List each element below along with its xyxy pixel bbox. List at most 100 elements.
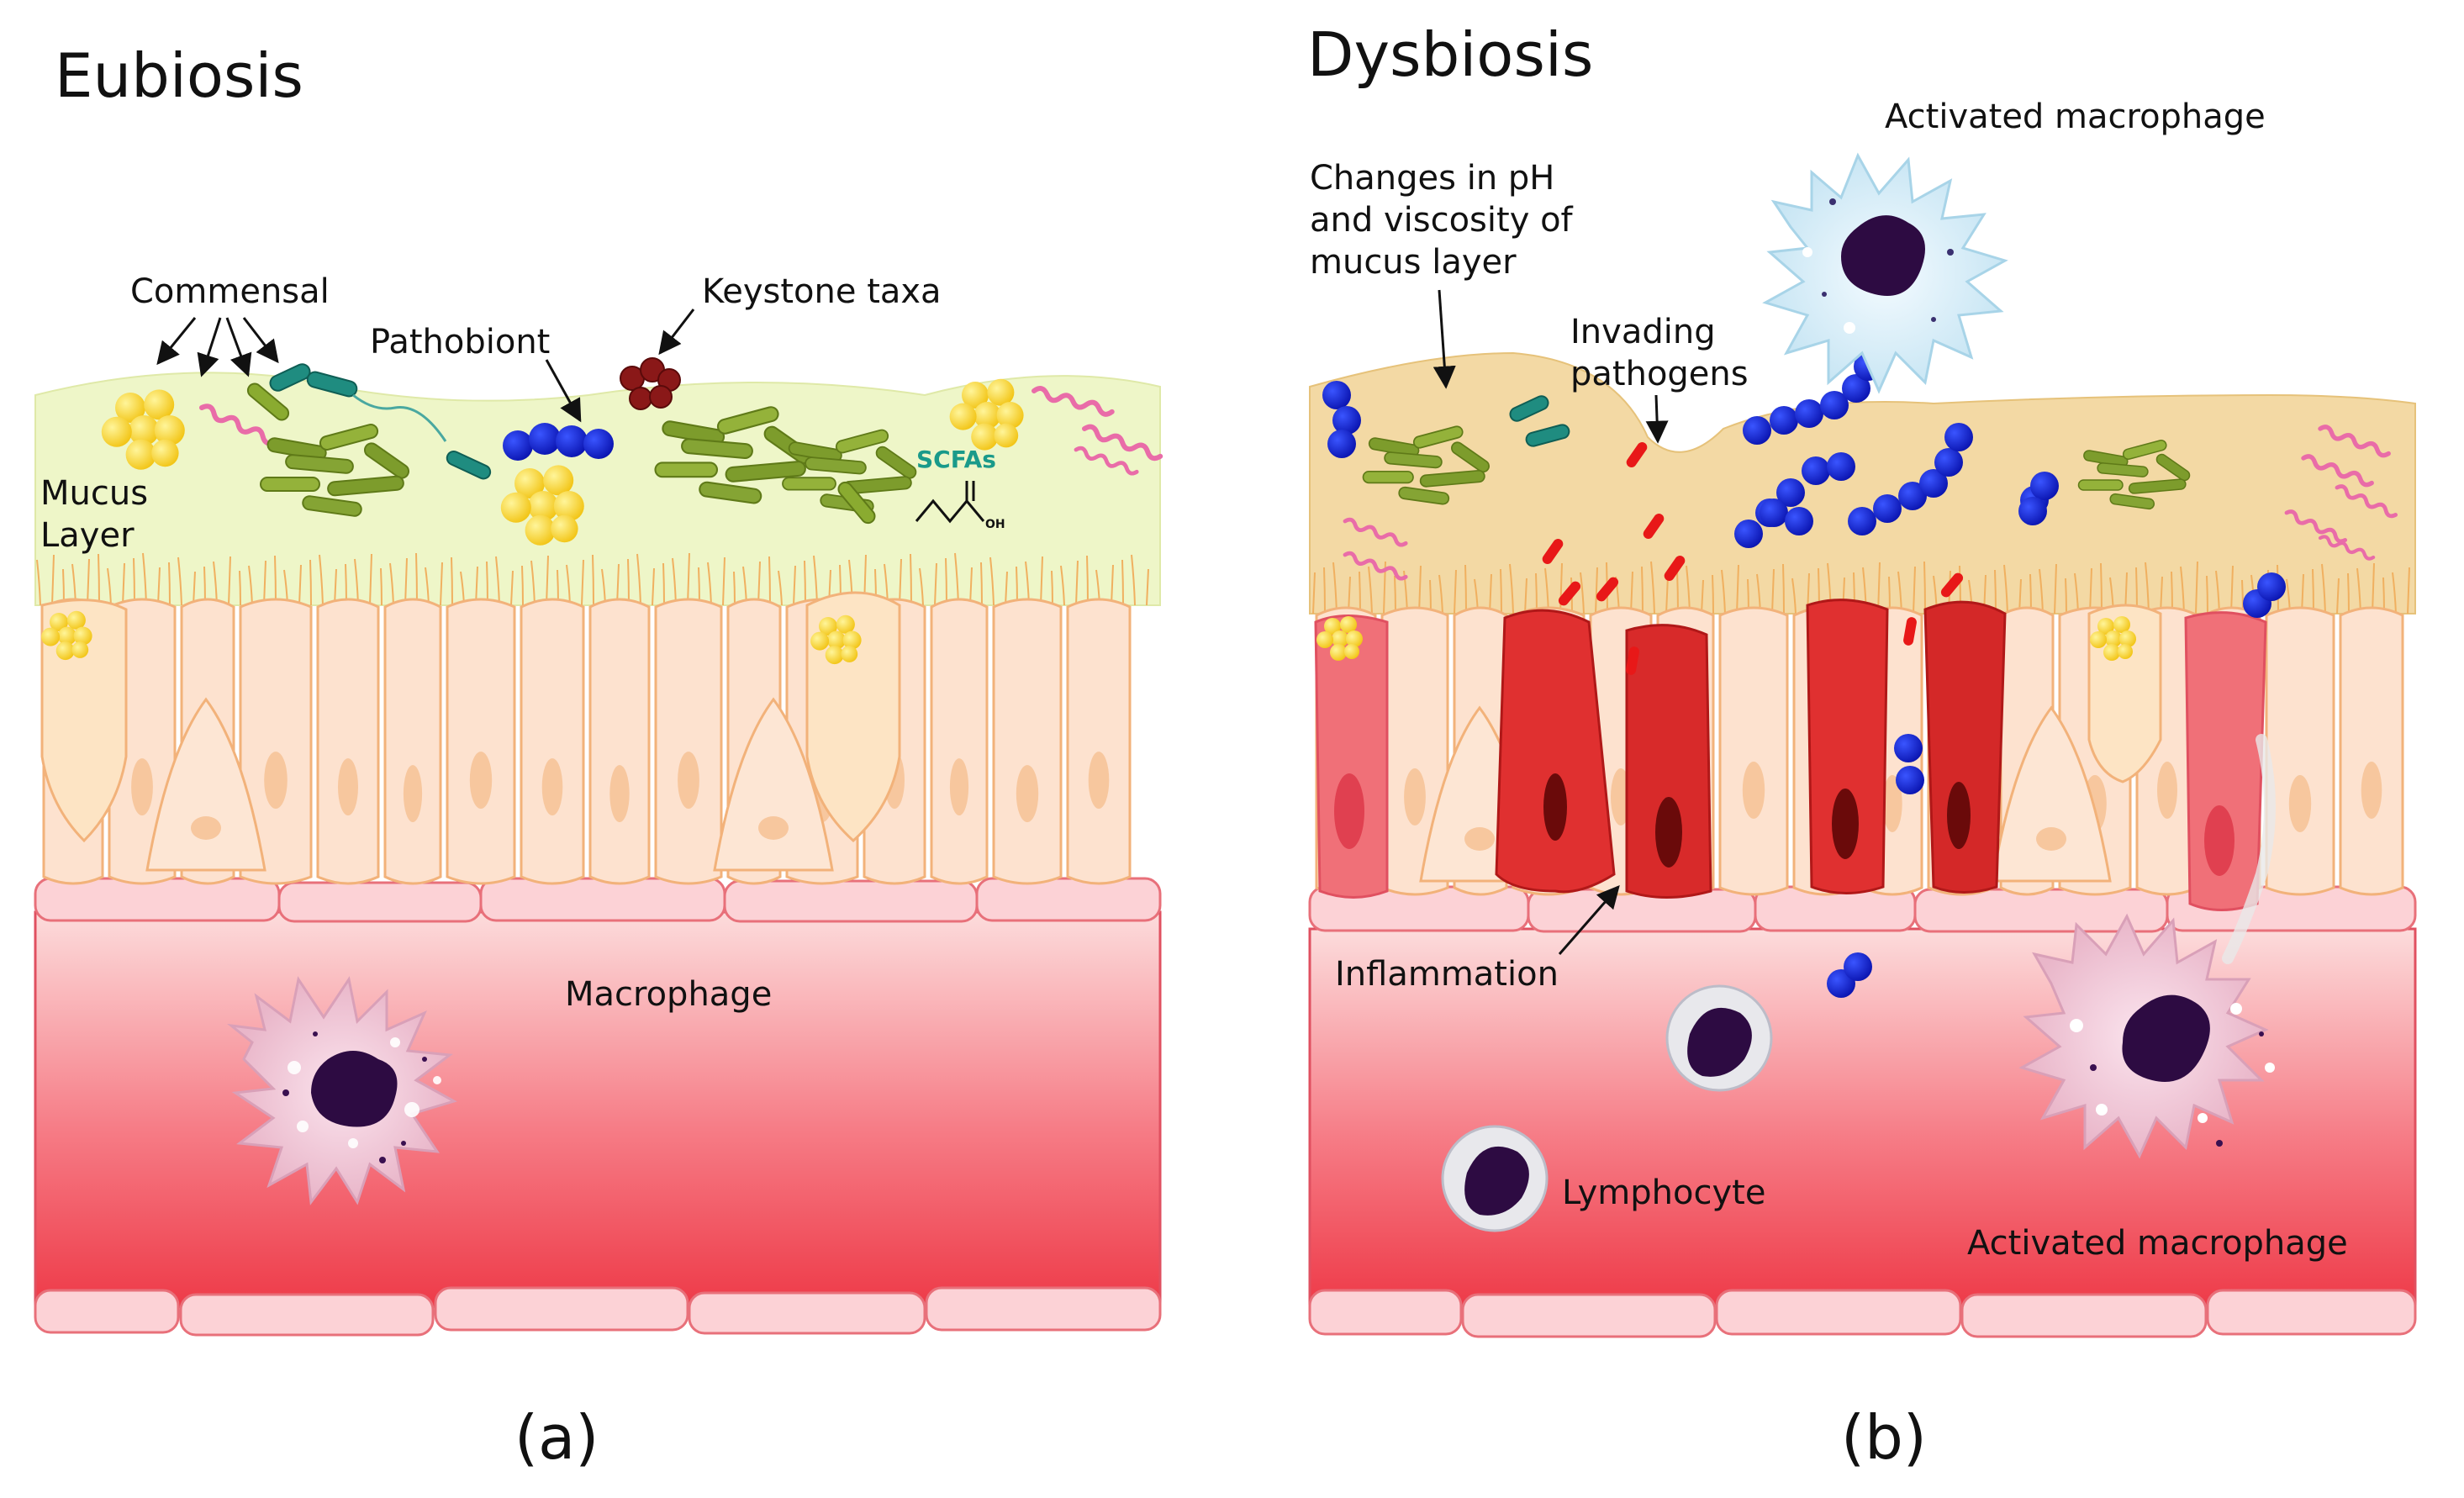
activated-macrophage-top-label: Activated macrophage [1885,98,2266,136]
microvillus [1051,570,1053,606]
microvillus [980,562,983,606]
microvillus [2195,561,2198,614]
cell-nucleus [678,752,699,810]
cell-nucleus [541,758,563,816]
cell-nucleus [949,758,969,816]
basal-cell [145,697,266,872]
cell-nucleus [2361,761,2382,819]
microvillus [1913,566,1916,614]
microvillus [989,556,995,606]
cell-nucleus [2036,827,2066,851]
epithelial-cell [2339,606,2404,896]
blue-pathogen [1894,734,1923,762]
invading-red-pathogens [1542,441,1964,675]
epithelial-cell [520,598,585,885]
blue-pathogen [1934,448,1963,477]
microvillus [1359,571,1361,614]
inflammation-arrow [1558,884,1620,955]
lymphocyte-2 [1441,1125,1549,1232]
cell-nucleus [131,758,153,816]
changes-label-line2: and viscosity of [1310,201,1574,240]
blue-pathogen [1842,374,1870,403]
microvillus [1464,564,1467,614]
microvillus [733,571,736,606]
blue-pathogen [1827,452,1855,481]
microvillus [2407,567,2410,614]
lymphocyte-1 [1665,984,1773,1092]
green-rod-a-single [246,382,290,421]
inflamed-cells [1495,599,2007,899]
commensal-label: Commensal [130,272,330,311]
blue-pathogen [1898,482,1927,510]
microvillus [1595,567,1598,614]
microvillus [1994,569,1997,614]
microvillus [1312,572,1316,614]
cell-nucleus [1882,774,1902,832]
microvillus [168,562,171,606]
basal-cell [713,697,834,872]
blue-pathogen [1944,423,1973,451]
cell-nucleus [469,752,493,810]
lymphocyte-label: Lymphocyte [1562,1174,1765,1212]
epithelial-cell [588,598,651,885]
microvillus [380,567,383,606]
cell-nucleus [1742,761,1765,819]
changes-arrow [1432,289,1456,389]
microvillus [662,562,665,606]
microvillus [636,553,641,606]
microvillus [1923,561,1926,614]
microvillus [581,559,584,606]
keystone-taxa-label: Keystone taxa [702,272,942,311]
blue-pathogen [1795,399,1823,428]
invading-arrow [1645,394,1669,444]
commensal-arrows [156,317,279,377]
invading-label-line2: pathogens [1570,355,1749,393]
cell-nucleus [1464,827,1495,851]
epithelial-cell [1066,598,1132,885]
epithelial-cell [654,598,723,885]
macrophage-label: Macrophage [565,975,772,1014]
blue-pathogen [1919,469,1948,498]
macrophage-a [226,976,457,1205]
blue-pathogen [1332,406,1361,435]
keystone-arrow [658,309,695,356]
microvillus [1086,555,1089,606]
macrophage-extension [2222,734,2276,964]
panel-b-letter: (b) [1841,1402,1927,1473]
microvillus [1650,561,1655,614]
mucus-label-line2: Layer [40,516,135,555]
microvillus [1438,574,1443,614]
basement-row-a [34,877,1162,923]
cell-nucleus [1088,752,1110,810]
lamina-propria-a [34,910,1162,1309]
activated-macrophage-top [1762,152,2008,394]
microvillus [1782,563,1785,614]
blue-pathogen [1896,766,1924,794]
microvillus [1394,575,1396,614]
microvillus [319,554,324,606]
microvillus [2100,562,2103,614]
panel-a: Eubiosis Commensal Pathobiont Keystone t… [34,40,1162,1473]
microvillus [1580,572,1585,614]
goblet-cell-a1 [40,599,128,843]
epithelial-cell [1718,606,1789,896]
microvillus [98,553,100,606]
microvillus [1075,560,1079,606]
blue-pathogen [1760,498,1788,527]
epithelial-cell [239,598,313,885]
changes-label-line3: mucus layer [1310,243,1517,282]
microvillus [1323,567,1326,614]
microvillus [1131,554,1136,606]
pathobiont-arrow [545,359,582,423]
microvillus [910,553,912,606]
microvillus [2347,572,2350,614]
blue-pathogen [2018,497,2047,525]
blue-pathogen [1848,507,1876,535]
blue-pathogen [1802,456,1830,485]
microvillus [1121,559,1124,606]
panel-a-letter: (a) [514,1402,599,1473]
microvillus [1383,561,1386,614]
scfa-molecule [915,481,985,524]
microvillus [592,554,594,606]
